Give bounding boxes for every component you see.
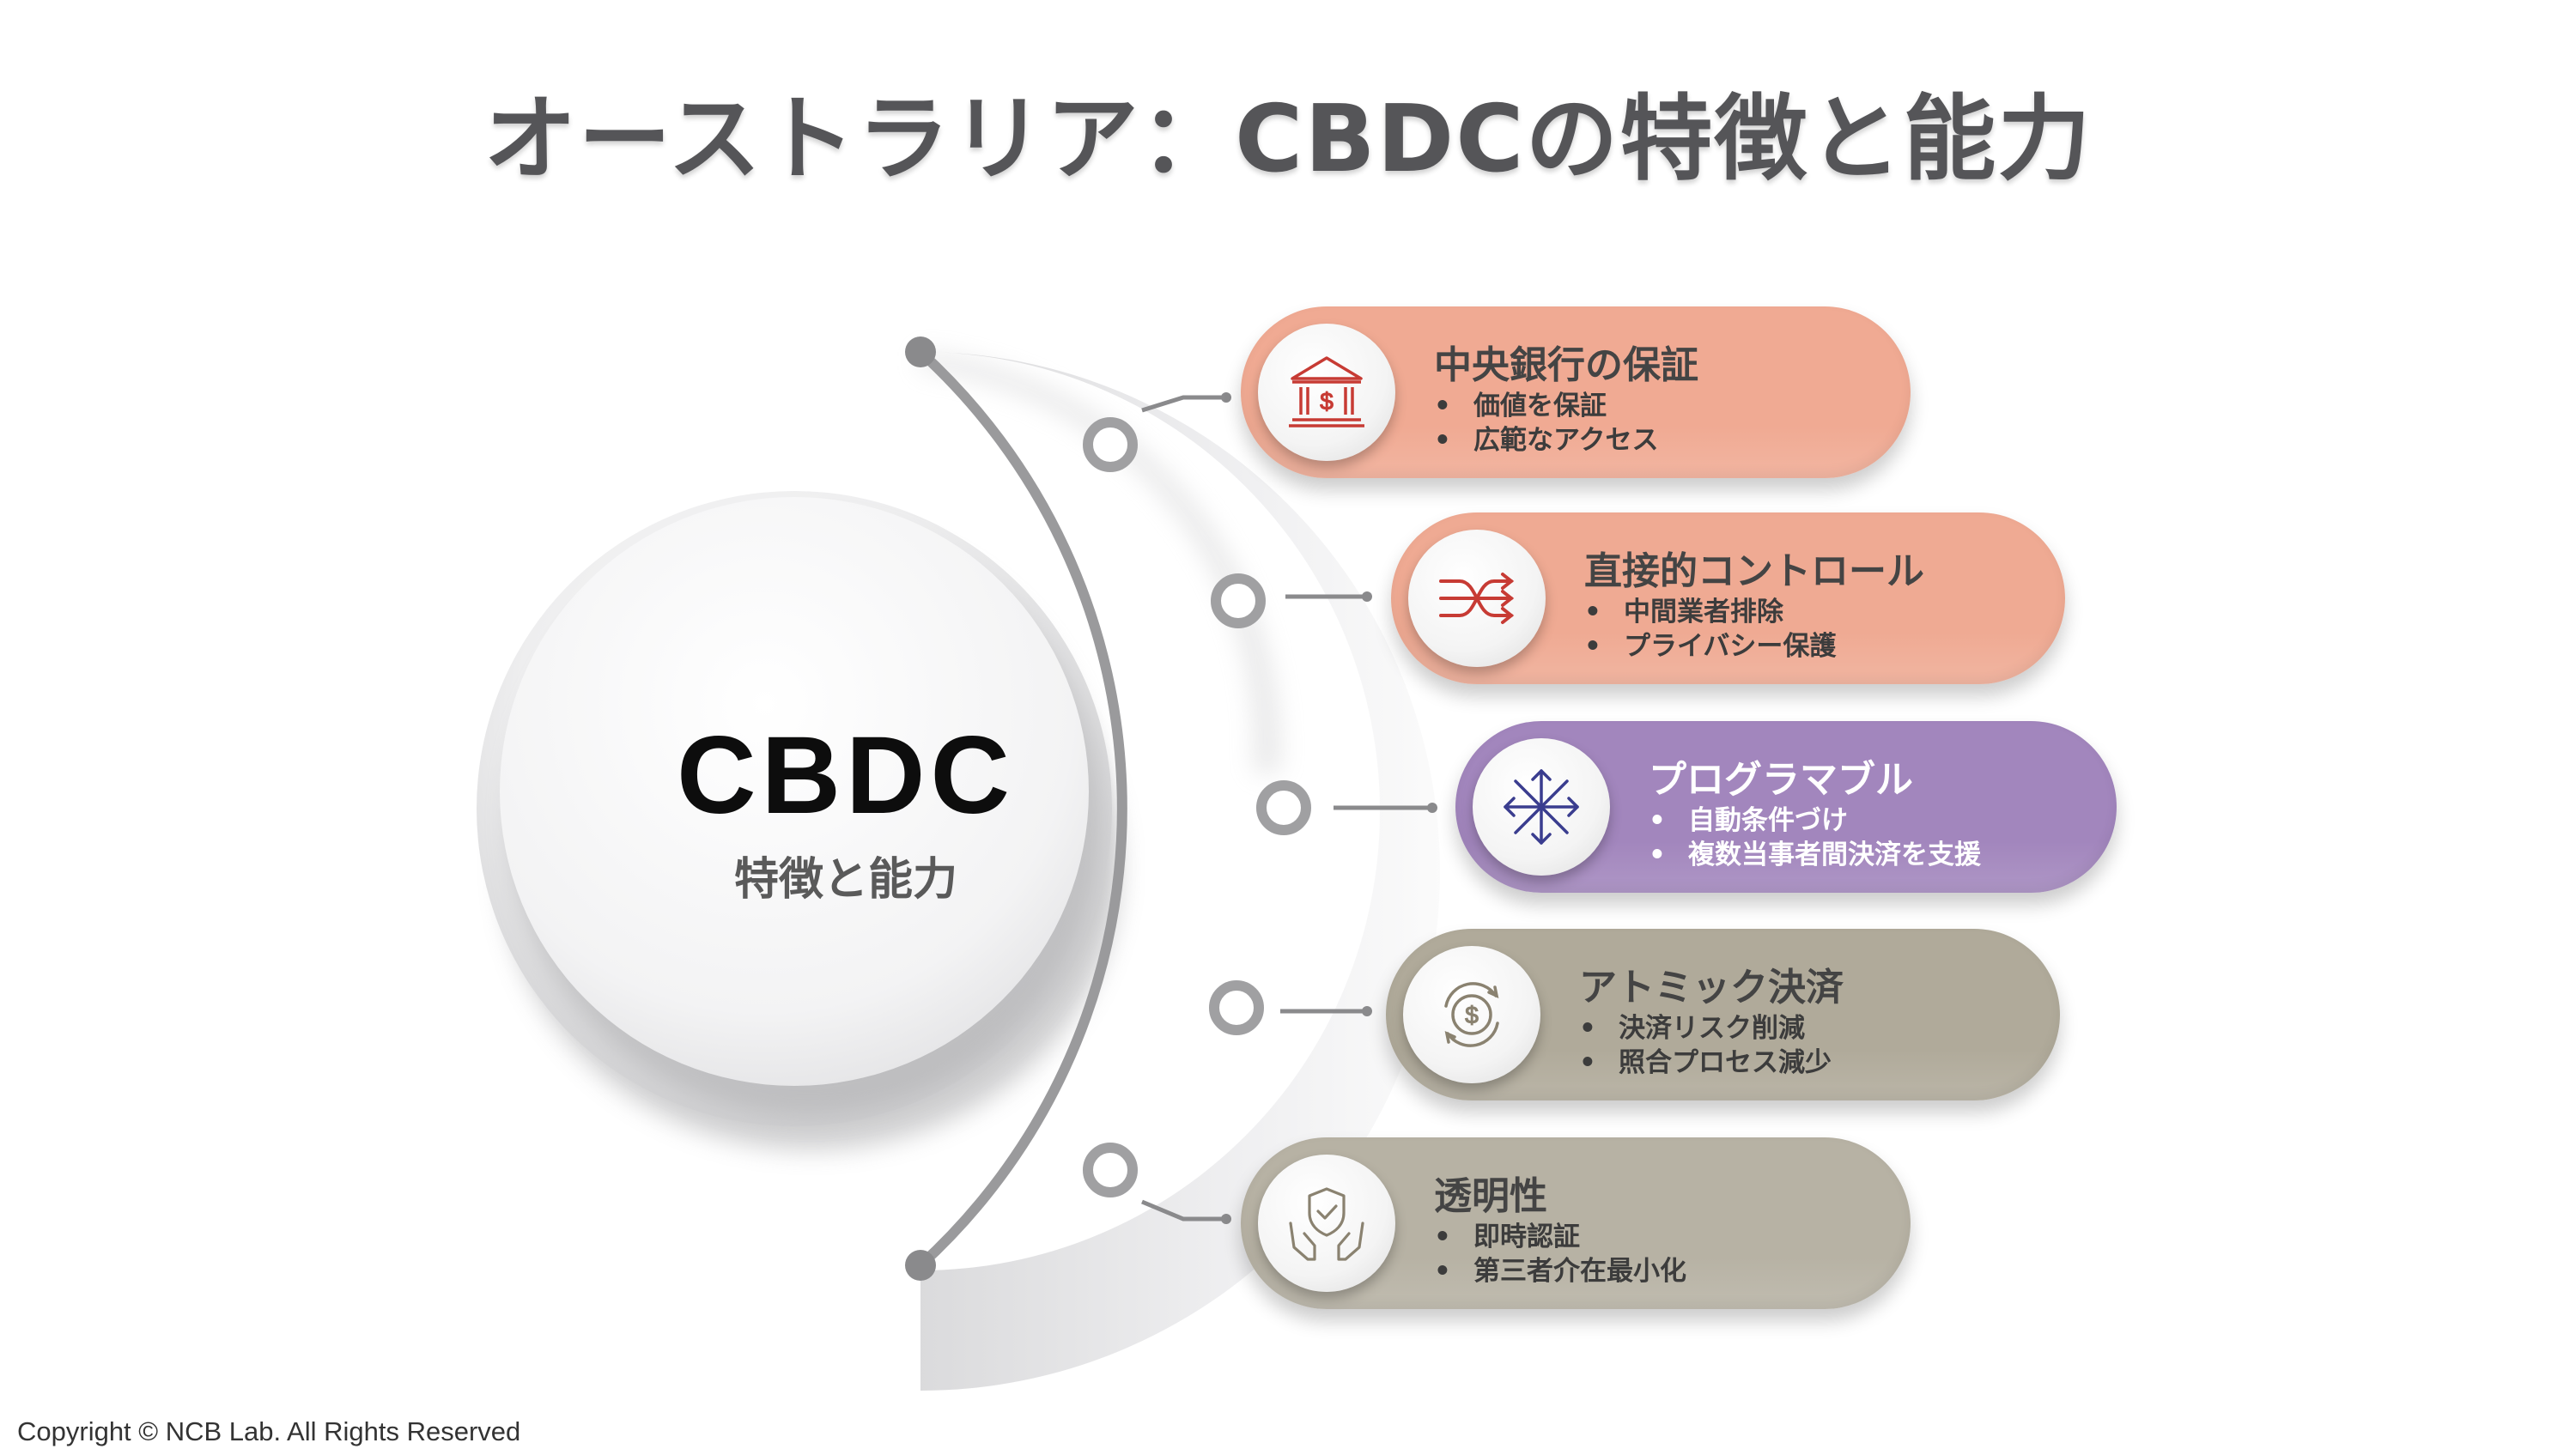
feature-bullet: •即時認証 <box>1434 1222 1580 1252</box>
feature-bullet: •広範なアクセス <box>1434 425 1659 456</box>
feature-icon-circle <box>1473 738 1610 876</box>
feature-bullet: •複数当事者間決済を支援 <box>1649 840 1981 870</box>
feature-icon-circle: $ <box>1258 324 1395 461</box>
hands-shield-icon <box>1289 1187 1364 1261</box>
center-subtitle: 特徴と能力 <box>733 854 957 906</box>
feature-icon-circle <box>1408 530 1546 667</box>
center-title: CBDC <box>677 714 1015 837</box>
feature-bullets: •決済リスク削減 •照合プロセス減少 <box>1579 1011 1832 1080</box>
expand-arrows-icon <box>1504 769 1579 845</box>
arc-node-2 <box>1211 573 1266 628</box>
shuffle-arrows-icon <box>1439 573 1515 624</box>
connector-3-end <box>1427 803 1437 813</box>
connector-1-end <box>1221 392 1231 403</box>
feature-bullet: •価値を保証 <box>1434 391 1607 421</box>
copyright-notice: Copyright © NCB Lab. All Rights Reserved <box>17 1416 521 1446</box>
arc-end-top <box>905 336 936 367</box>
feature-bullet: •決済リスク削減 <box>1579 1013 1805 1044</box>
feature-icon-circle: $ <box>1403 946 1540 1083</box>
arc-end-bottom <box>905 1250 936 1281</box>
feature-bullet: •プライバシー保護 <box>1584 631 1837 662</box>
svg-text:$: $ <box>1465 1002 1479 1028</box>
feature-bullets: •価値を保証 •広範なアクセス <box>1434 389 1658 458</box>
feature-title: 透明性 <box>1434 1174 1547 1218</box>
arc-node-3 <box>1256 780 1311 835</box>
arc-line <box>915 347 1127 1270</box>
feature-card-direct-control: 直接的コントロール •中間業者排除 •プライバシー保護 <box>1391 512 2065 684</box>
page-title: オーストラリア：CBDCの特徴と能力 <box>483 86 2093 193</box>
feature-bullets: •自動条件づけ •複数当事者間決済を支援 <box>1649 803 1981 872</box>
arc-band <box>920 352 1440 1391</box>
arc-node-1 <box>1083 417 1138 472</box>
feature-title: アトミック決済 <box>1579 966 1844 1009</box>
connector-5-end <box>1221 1214 1231 1224</box>
feature-title: 中央銀行の保証 <box>1434 343 1698 387</box>
feature-bullet: •中間業者排除 <box>1584 597 1783 627</box>
feature-title: プログラマブル <box>1649 758 1913 802</box>
connector-2-end <box>1362 591 1372 602</box>
bank-icon: $ <box>1289 356 1364 427</box>
svg-text:$: $ <box>1320 388 1334 415</box>
dollar-cycle-icon: $ <box>1444 982 1499 1047</box>
arc-nodes <box>1083 417 1311 1197</box>
center-inner-disk <box>500 497 1089 1086</box>
feature-card-atomic-settlement: $ アトミック決済 •決済リスク削減 •照合プロセス減少 <box>1386 929 2060 1100</box>
feature-bullet: •第三者介在最小化 <box>1434 1256 1686 1287</box>
feature-bullet: •自動条件づけ <box>1649 805 1848 836</box>
feature-icon-circle <box>1258 1155 1395 1292</box>
feature-card-transparency: 透明性 •即時認証 •第三者介在最小化 <box>1241 1137 1911 1309</box>
connector-5 <box>1141 1199 1226 1222</box>
feature-card-programmable: プログラマブル •自動条件づけ •複数当事者間決済を支援 <box>1455 721 2117 893</box>
feature-bullets: •中間業者排除 •プライバシー保護 <box>1584 595 1836 664</box>
feature-card-central-bank: $ 中央銀行の保証 •価値を保証 •広範なアクセス <box>1241 306 1911 478</box>
arc-node-4 <box>1209 980 1264 1035</box>
connector-4-end <box>1362 1006 1372 1016</box>
feature-bullets: •即時認証 •第三者介在最小化 <box>1434 1220 1686 1288</box>
arc-node-5 <box>1083 1143 1138 1197</box>
feature-title: 直接的コントロール <box>1584 549 1924 593</box>
connector-1 <box>1141 395 1226 413</box>
feature-bullet: •照合プロセス減少 <box>1579 1047 1832 1078</box>
